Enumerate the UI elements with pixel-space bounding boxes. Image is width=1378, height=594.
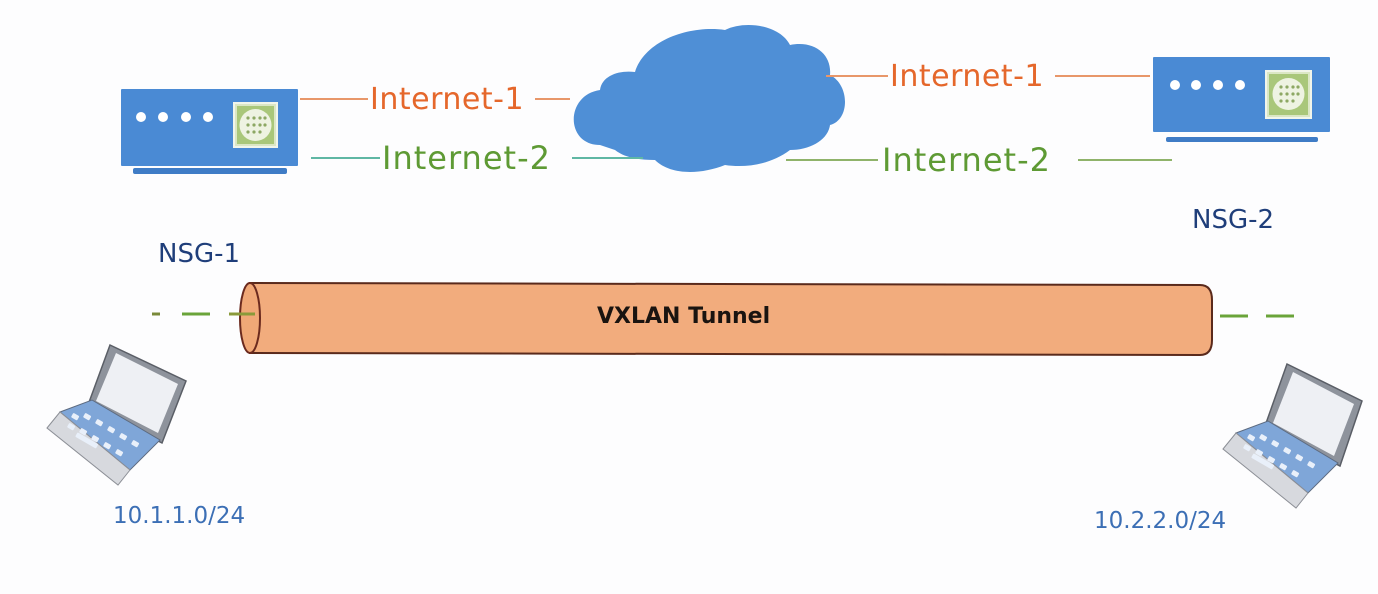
right-internet-1-label: Internet-1 xyxy=(890,59,1045,94)
nsg-2-label: NSG-2 xyxy=(1192,205,1275,235)
left-internet-2-label: Internet-2 xyxy=(382,139,551,177)
vxlan-tunnel[interactable] xyxy=(239,281,1213,357)
nsg-1-device-icon[interactable] xyxy=(121,89,298,174)
lan-dashes xyxy=(152,312,1294,318)
vxlan-tunnel-label: VXLAN Tunnel xyxy=(597,304,771,329)
laptop-1-icon[interactable] xyxy=(46,343,187,486)
link-lines xyxy=(300,75,1172,161)
lan-2-subnet-label: 10.2.2.0/24 xyxy=(1094,508,1227,534)
internet-cloud-icon xyxy=(573,25,845,172)
nsg-1-label: NSG-1 xyxy=(158,239,241,269)
lan-1-subnet-label: 10.1.1.0/24 xyxy=(113,503,246,529)
right-internet-2-label: Internet-2 xyxy=(882,141,1051,179)
laptop-2-icon[interactable] xyxy=(1222,362,1363,509)
left-internet-1-label: Internet-1 xyxy=(370,82,525,117)
nsg-2-device-icon[interactable] xyxy=(1153,57,1330,142)
